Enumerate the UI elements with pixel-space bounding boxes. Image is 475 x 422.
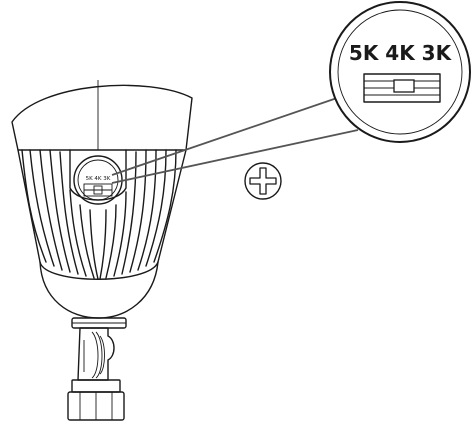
switch-label-small: 5K 4K 3K (86, 176, 111, 182)
base-nut-top (71, 379, 121, 393)
cct-switch-magnifier: 5K 4K 3K (329, 1, 471, 143)
fixture-lower-body (39, 261, 159, 319)
knuckle-mount (77, 327, 115, 381)
cct-switch-housing: 5K 4K 3K (69, 149, 127, 205)
phillips-screw-icon (244, 162, 282, 200)
cooling-fins (21, 149, 177, 280)
switch-label-large: 5K 4K 3K (349, 41, 453, 65)
switch-slider-large (393, 79, 415, 93)
fixture-top-dome (11, 84, 193, 151)
fixture-body-outline (17, 149, 187, 280)
callout-leader-lines (111, 97, 359, 184)
switch-slider-small (93, 185, 103, 195)
flood-light-fixture: 5K 4K 3K (11, 80, 193, 421)
